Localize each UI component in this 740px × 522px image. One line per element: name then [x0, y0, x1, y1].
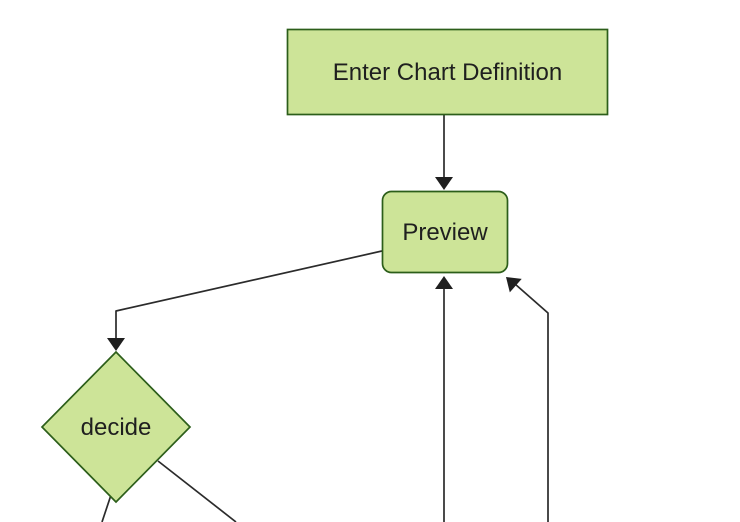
node-label: Enter Chart Definition [333, 59, 562, 86]
arrowhead-down-icon [107, 338, 125, 351]
edge-preview-to-decide [107, 250, 383, 351]
edge-line [115, 250, 383, 339]
edge-offscreen-to-preview-vertical [435, 276, 453, 522]
edge-line [514, 283, 549, 522]
rounded-rectangle-node-shape [381, 190, 509, 274]
edge-line [157, 460, 237, 522]
node-label: decide [81, 414, 152, 441]
arrowhead-up-icon [435, 276, 453, 289]
node-enter-chart-definition: Enter Chart Definition [286, 28, 609, 116]
diamond-node-shape [40, 350, 192, 504]
edge-decide-to-offscreen-right [157, 460, 237, 522]
rectangle-node-shape [286, 28, 609, 116]
node-label: Preview [402, 219, 488, 246]
edge-enter-to-preview [435, 115, 453, 190]
arrowhead-down-icon [435, 177, 453, 190]
node-decide: decide [40, 350, 192, 504]
node-preview: Preview [381, 190, 509, 274]
edge-offscreen-to-preview-corner [506, 277, 549, 522]
arrowhead-up-left-icon [506, 277, 522, 293]
